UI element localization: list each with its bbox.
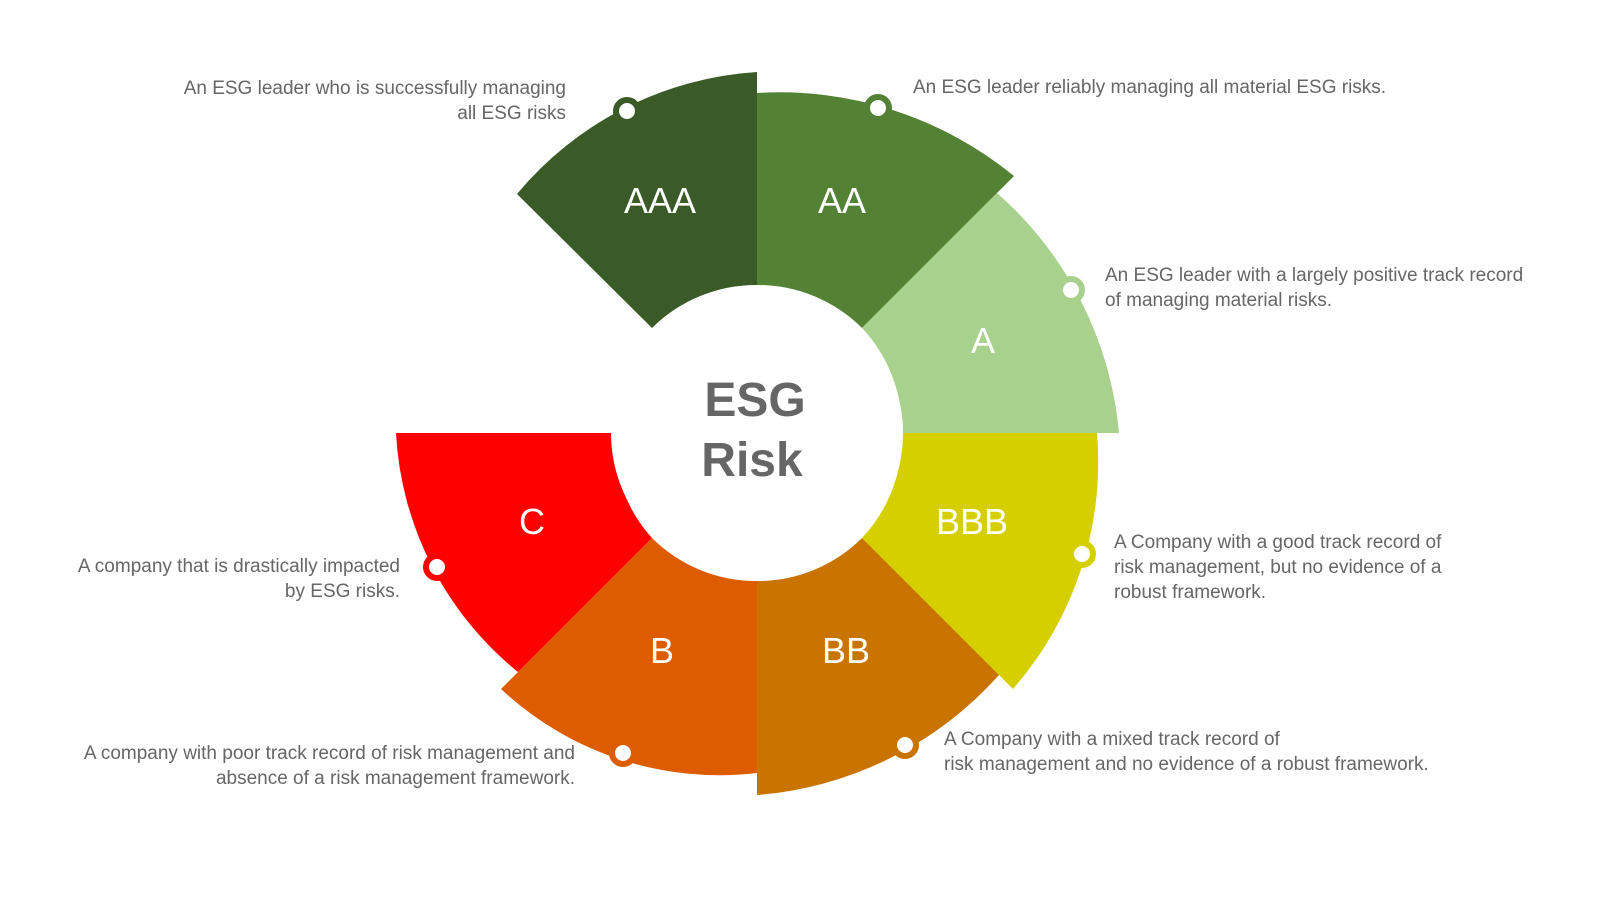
marker-aa <box>864 94 892 122</box>
description-bbb-line1: A Company with a good track record of <box>1114 532 1442 553</box>
segment-b <box>501 538 757 776</box>
description-b-line2: absence of a risk management framework. <box>215 768 575 789</box>
segment-aa <box>757 92 1014 329</box>
description-c: A company that is drastically impacted b… <box>78 554 400 604</box>
description-a-line2: of managing material risks. <box>1105 290 1333 311</box>
marker-c <box>423 553 451 581</box>
description-bb-line2: risk management and no evidence of a rob… <box>944 754 1429 775</box>
segment-label-c: C <box>519 501 545 542</box>
description-a: An ESG leader with a largely positive tr… <box>1105 263 1523 313</box>
segment-label-b: B <box>650 630 674 671</box>
segment-label-bb: BB <box>822 630 870 671</box>
marker-bbb <box>1068 540 1096 568</box>
marker-b <box>609 739 637 767</box>
marker-bb <box>891 731 919 759</box>
segment-label-bbb: BBB <box>936 501 1008 542</box>
center-circle <box>611 287 903 579</box>
segment-bb <box>757 538 999 795</box>
marker-aaa <box>613 97 641 125</box>
description-bbb-line3: robust framework. <box>1114 582 1267 603</box>
segment-bbb <box>862 433 1099 689</box>
description-bb: A Company with a mixed track record of r… <box>944 727 1429 777</box>
description-c-line2: by ESG risks. <box>284 581 400 602</box>
segment-label-a: A <box>971 320 995 361</box>
description-b: A company with poor track record of risk… <box>84 741 575 791</box>
description-aaa-line2: all ESG risks <box>457 103 566 124</box>
description-bbb: A Company with a good track record of ri… <box>1114 530 1441 605</box>
description-aa: An ESG leader reliably managing all mate… <box>913 75 1386 100</box>
description-bb-line1: A Company with a mixed track record of <box>944 729 1280 750</box>
description-aa-line1: An ESG leader reliably managing all mate… <box>913 77 1387 98</box>
description-c-line1: A company that is drastically impacted <box>77 556 400 577</box>
center-title-line1: ESG <box>704 374 805 427</box>
description-bbb-line2: risk management, but no evidence of a <box>1114 557 1442 578</box>
marker-a <box>1057 276 1085 304</box>
segment-label-aaa: AAA <box>624 180 696 221</box>
center-title-line2: Risk <box>701 434 803 487</box>
description-b-line1: A company with poor track record of risk… <box>83 743 575 764</box>
segment-a <box>862 193 1119 433</box>
description-aaa: An ESG leader who is successfully managi… <box>184 76 566 126</box>
description-aaa-line1: An ESG leader who is successfully managi… <box>183 78 566 99</box>
segment-c <box>396 433 652 672</box>
description-a-line1: An ESG leader with a largely positive tr… <box>1105 265 1524 286</box>
segment-aaa <box>517 72 757 328</box>
segment-label-aa: AA <box>818 180 866 221</box>
